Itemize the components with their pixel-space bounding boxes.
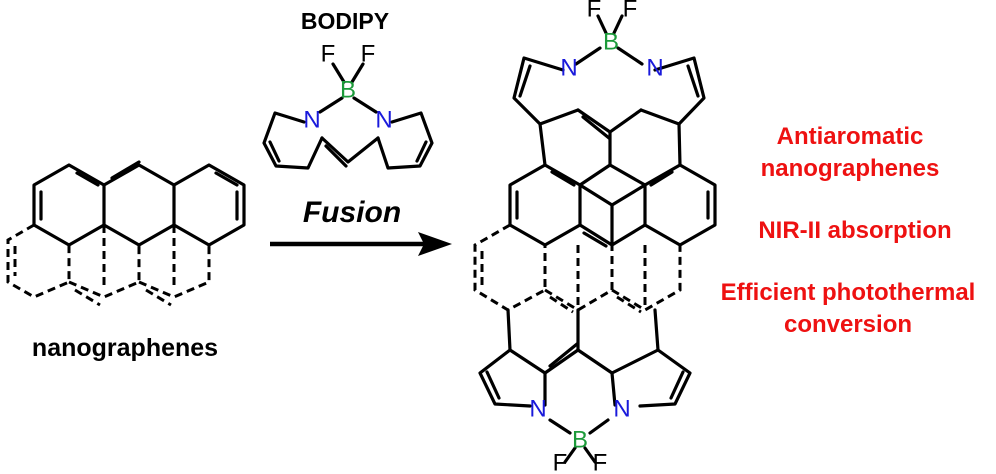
bodipy-f-left: F: [321, 41, 336, 68]
claim-photothermal-line1: Efficient photothermal: [721, 279, 976, 306]
product-bottom-f-right: F: [593, 450, 608, 474]
product-bottom-f-left: F: [553, 450, 568, 474]
bodipy-structure: N N B F F: [262, 41, 434, 170]
product-solid-bonds: [478, 14, 717, 464]
claims: Antiaromatic nanographenes NIR-II absorp…: [721, 123, 976, 338]
claim-antiaromatic-line2: nanographenes: [761, 155, 940, 182]
product-bottom-n-left: N: [529, 396, 546, 423]
reaction-arrow: [270, 232, 452, 256]
bodipy-bonds: [262, 62, 434, 170]
product-bottom-n-right: N: [613, 396, 630, 423]
product-top-n-right: N: [646, 55, 663, 82]
product-bottom-b: B: [572, 427, 588, 454]
claim-nir-ii-absorption: NIR-II absorption: [758, 217, 951, 244]
fusion-label: Fusion: [303, 196, 401, 229]
bodipy-label: BODIPY: [301, 8, 389, 34]
nanographene-dashed-bonds: [6, 223, 211, 307]
product-top-b: B: [603, 29, 619, 56]
bodipy-n-left: N: [303, 107, 320, 134]
product-top-f-left: F: [587, 0, 602, 23]
bodipy-f-right: F: [361, 41, 376, 68]
claim-antiaromatic-line1: Antiaromatic: [777, 123, 924, 150]
nanographene-structure: [6, 160, 246, 307]
nanographene-solid-bonds: [32, 160, 246, 247]
nanographenes-label: nanographenes: [32, 334, 218, 362]
claim-photothermal-line2: conversion: [784, 311, 912, 338]
bodipy-b: B: [340, 77, 356, 104]
product-top-f-right: F: [623, 0, 638, 23]
product-structure: N N B F F N N B F F: [473, 0, 717, 474]
product-top-n-left: N: [560, 55, 577, 82]
product-dashed-bonds: [473, 223, 682, 314]
bodipy-n-right: N: [375, 107, 392, 134]
